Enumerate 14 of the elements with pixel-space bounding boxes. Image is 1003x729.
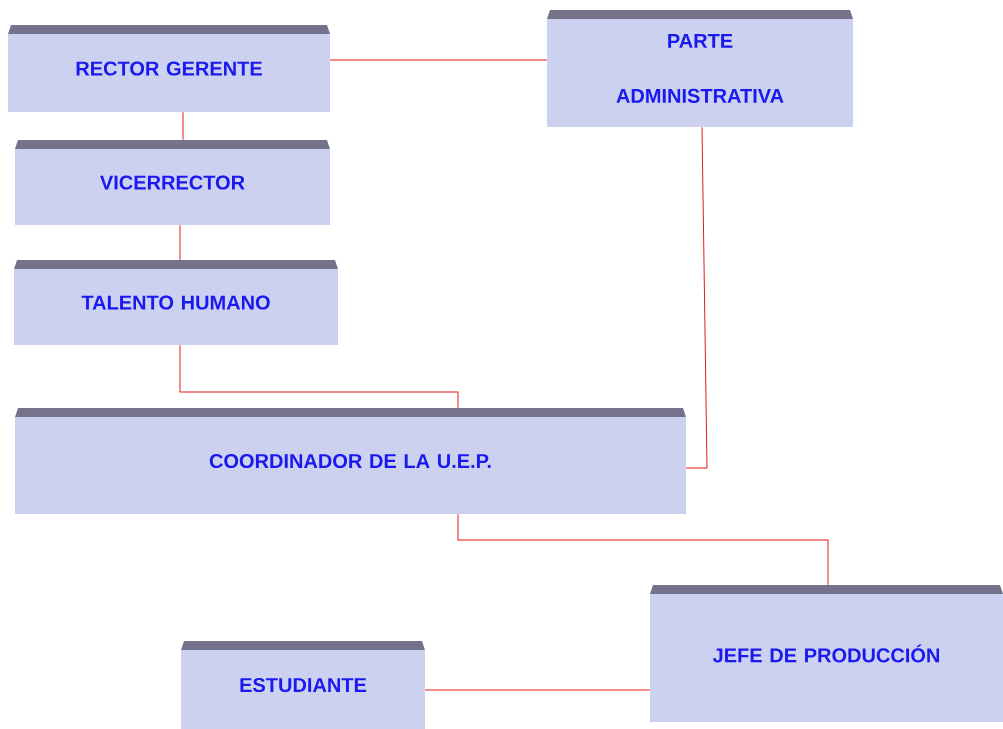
connector-line: [179, 344, 459, 409]
org-box: COORDINADOR DE LA U.E.P.: [15, 408, 686, 514]
org-box: PARTE ADMINISTRATIVA: [547, 10, 853, 127]
org-box: TALENTO HUMANO: [14, 260, 338, 345]
org-box: ESTUDIANTE: [181, 641, 425, 729]
connector-line: [182, 111, 184, 141]
connector-line: [329, 59, 548, 61]
connector-line: [179, 224, 181, 261]
org-box: VICERRECTOR: [15, 140, 330, 225]
connector-line: [424, 689, 651, 691]
connector-line: [685, 126, 708, 469]
org-box: RECTOR GERENTE: [8, 25, 330, 112]
org-box: JEFE DE PRODUCCIÓN: [650, 585, 1003, 722]
connector-line: [457, 513, 829, 586]
